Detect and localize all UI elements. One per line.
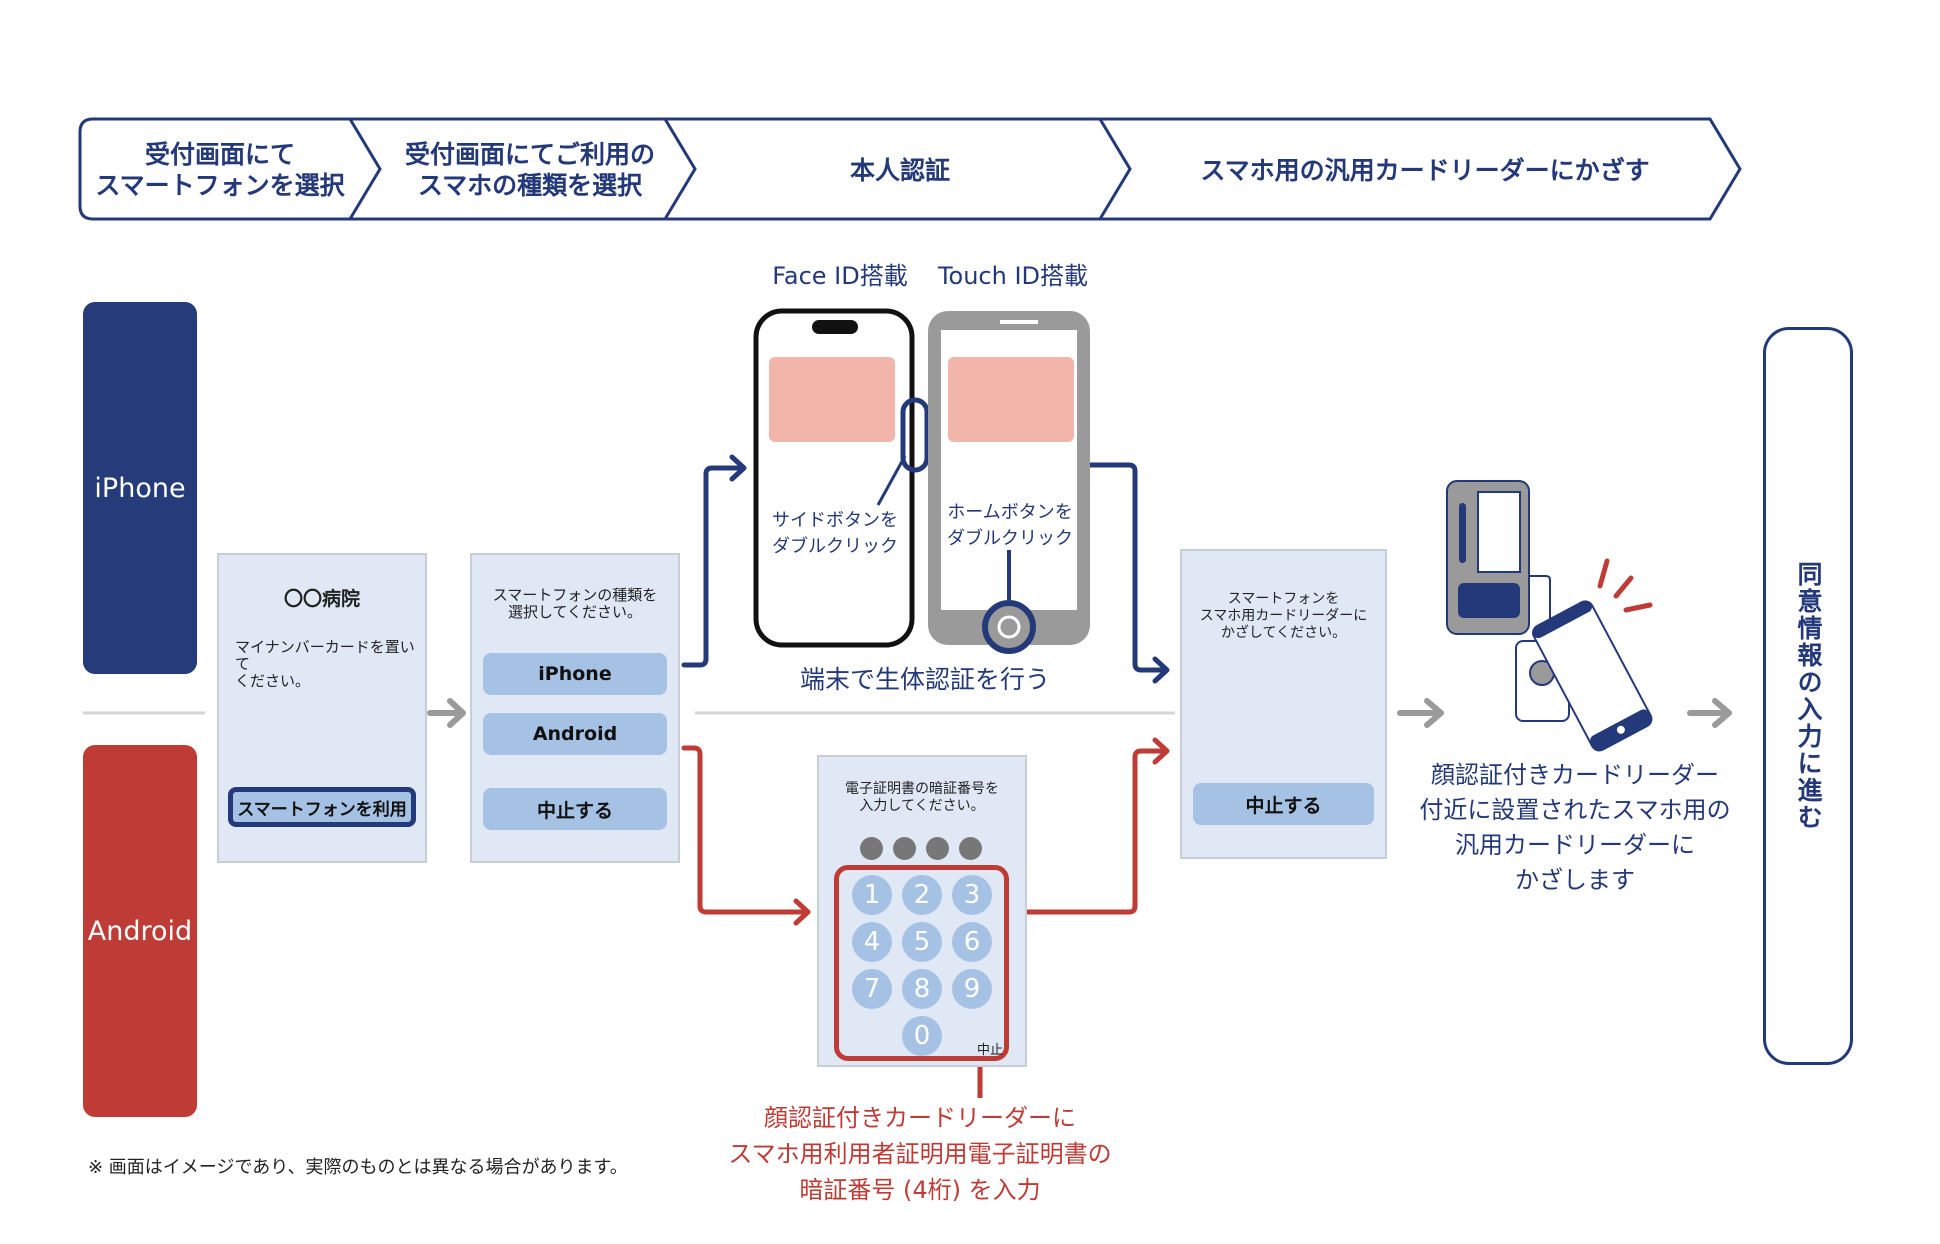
screen1-message: マイナンバーカードを置いて ください。 — [235, 638, 415, 690]
pin-dot — [959, 837, 982, 860]
key-3[interactable]: 3 — [952, 875, 992, 915]
android-option-button[interactable]: Android — [483, 713, 667, 755]
pin-message: 電子証明書の暗証番号を 入力してください。 — [845, 781, 999, 814]
kiosk-screen-pin-entry: 電子証明書の暗証番号を 入力してください。 1 2 3 4 5 6 7 8 9 … — [817, 755, 1027, 1067]
arrow-screen1-to-screen2 — [427, 698, 466, 728]
lane-android-label: Android — [87, 915, 193, 947]
reader-caption: 顔認証付きカードリーダー 付近に設置されたスマホ用の 汎用カードリーダーに かざ… — [1419, 761, 1731, 894]
faceid-label: Face ID搭載 — [772, 262, 908, 290]
smartphone-tapping-icon — [1532, 600, 1653, 752]
screen2-message: スマートフォンの種類を 選択してください。 — [492, 586, 658, 621]
key-1[interactable]: 1 — [852, 875, 892, 915]
footnote: ※ 画面はイメージであり、実際のものとは異なる場合があります。 — [88, 1157, 628, 1178]
kiosk-screen-select-smartphone: 〇〇病院 マイナンバーカードを置いて ください。 スマートフォンを利用 — [217, 553, 427, 863]
touchid-phone-icon — [928, 311, 1090, 654]
arrow-pin-to-screen3 — [1024, 737, 1170, 915]
step-3-label: 本人認証 — [849, 155, 950, 185]
screen3-message: スマートフォンを スマホ用カードリーダーに かざしてください。 — [1199, 591, 1368, 641]
pin-cancel[interactable]: 中止 — [977, 1043, 1004, 1058]
hospital-name: 〇〇病院 — [283, 588, 360, 610]
key-7[interactable]: 7 — [852, 969, 892, 1009]
proceed-to-consent-box: 同意情報の入力に進む — [1763, 327, 1853, 1065]
lane-iphone-label: iPhone — [94, 472, 186, 504]
pin-entry-caption: 顔認証付きカードリーダーに スマホ用利用者証明用電子証明書の 暗証番号 (4桁)… — [728, 1104, 1112, 1204]
key-9[interactable]: 9 — [952, 969, 992, 1009]
face-recognition-card-reader-icon — [1446, 480, 1551, 640]
arrow-screen3-to-reader — [1397, 698, 1444, 728]
arrow-auth-to-screen3 — [1087, 462, 1170, 684]
key-0[interactable]: 0 — [902, 1016, 942, 1056]
step-divider-1 — [348, 118, 382, 220]
lane-android: Android — [83, 745, 197, 1117]
pin-dot — [893, 837, 916, 860]
side-button-highlight — [900, 397, 930, 473]
cancel-button[interactable]: 中止する — [483, 788, 667, 830]
signal-icon — [1597, 558, 1653, 613]
arrow-android-to-pin — [681, 745, 811, 926]
pin-dot — [860, 837, 883, 860]
step-2-label: 受付画面にてご利用の スマホの種類を選択 — [404, 140, 655, 200]
card-on-screen — [948, 357, 1074, 442]
arrow-iphone-to-auth — [681, 454, 747, 668]
biometric-auth-caption: 端末で生体認証を行う — [799, 665, 1050, 694]
step-1-label: 受付画面にて スマートフォンを選択 — [95, 140, 345, 200]
key-8[interactable]: 8 — [902, 969, 942, 1009]
step-4-label: スマホ用の汎用カードリーダーにかざす — [1200, 155, 1650, 185]
use-smartphone-button[interactable]: スマートフォンを利用 — [228, 787, 416, 827]
kiosk-screen-hold-phone: スマートフォンを スマホ用カードリーダーに かざしてください。 中止する — [1180, 549, 1387, 859]
home-button-highlight — [982, 600, 1036, 654]
step-banner-outline — [78, 117, 1742, 221]
card-on-screen — [769, 357, 895, 442]
step-divider-2 — [663, 118, 697, 220]
cancel-button[interactable]: 中止する — [1193, 783, 1374, 825]
key-5[interactable]: 5 — [902, 922, 942, 962]
key-4[interactable]: 4 — [852, 922, 892, 962]
home-button-hint: ホームボタンを ダブルクリック — [947, 502, 1073, 549]
lane-iphone: iPhone — [83, 302, 197, 674]
faceid-phone-icon — [753, 308, 930, 648]
pin-dot — [926, 837, 949, 860]
key-2[interactable]: 2 — [902, 875, 942, 915]
step-divider-3 — [1098, 118, 1132, 220]
touchid-label: Touch ID搭載 — [937, 262, 1089, 290]
proceed-to-consent-label: 同意情報の入力に進む — [1794, 561, 1823, 831]
keypad-highlight — [834, 865, 1009, 1061]
iphone-option-button[interactable]: iPhone — [483, 653, 667, 695]
kiosk-screen-select-phone-type: スマートフォンの種類を 選択してください。 iPhone Android 中止す… — [470, 553, 680, 863]
side-button-hint: サイドボタンを ダブルクリック — [772, 510, 898, 557]
arrow-reader-to-final — [1687, 698, 1732, 728]
key-6[interactable]: 6 — [952, 922, 992, 962]
